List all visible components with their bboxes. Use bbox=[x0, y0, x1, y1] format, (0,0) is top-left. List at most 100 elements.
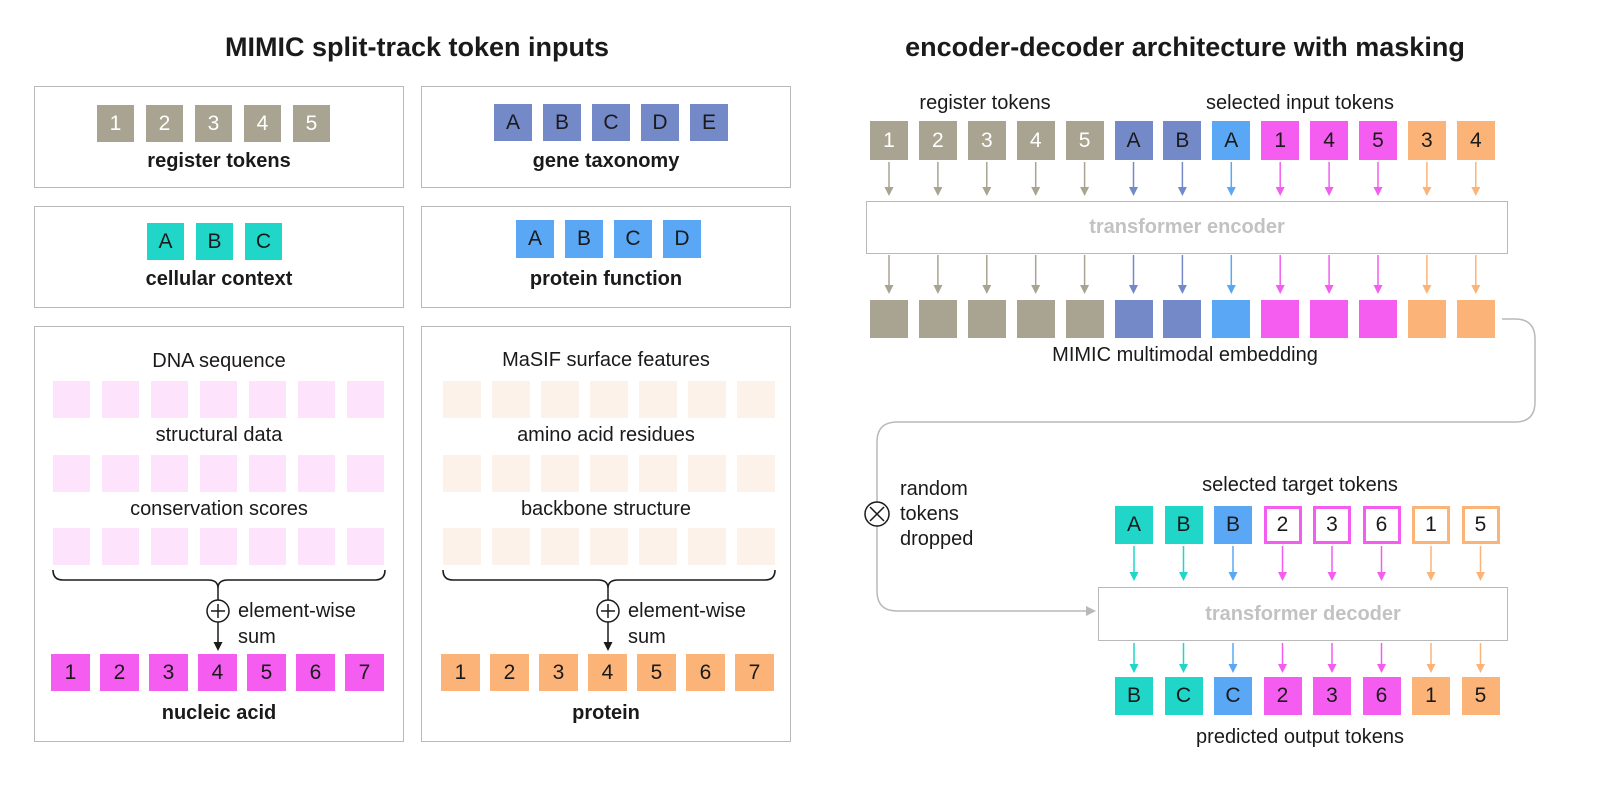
dna-feature-cell bbox=[249, 528, 286, 565]
encoder-output-arrow-head bbox=[1226, 285, 1236, 294]
selected-input-tokens-caption: selected input tokens bbox=[1206, 92, 1394, 114]
protein-feature-cell bbox=[590, 381, 628, 418]
nucleic-acid-token: 4 bbox=[198, 654, 237, 691]
dna-feature-cell bbox=[200, 455, 237, 492]
decoder-output-arrow-head bbox=[1377, 664, 1386, 673]
encoder-output-arrow-head bbox=[982, 285, 992, 294]
protein-feature-cell bbox=[492, 455, 530, 492]
output-token: C bbox=[1214, 677, 1252, 715]
protein-feature-cell bbox=[688, 455, 726, 492]
protein-feature-cell bbox=[492, 381, 530, 418]
protein-feature-cell bbox=[688, 528, 726, 565]
decoder-output-arrow-head bbox=[1179, 664, 1188, 673]
dna-feature-cell bbox=[347, 381, 384, 418]
nucleic-acid-token: 5 bbox=[247, 654, 286, 691]
nucleic-acid-token: 3 bbox=[149, 654, 188, 691]
cellular-token: B bbox=[196, 223, 233, 260]
amino-acid-residues-label: amino acid residues bbox=[517, 424, 695, 446]
input-token: 3 bbox=[1407, 121, 1446, 160]
dna-feature-cell bbox=[102, 381, 139, 418]
random-label: random bbox=[900, 478, 968, 500]
target-arrow-head bbox=[1278, 572, 1287, 581]
encoder-output-arrow-head bbox=[1080, 285, 1090, 294]
protein-feature-cell bbox=[737, 455, 775, 492]
protein-function-token: B bbox=[565, 220, 603, 258]
register-token: 4 bbox=[244, 105, 281, 142]
protein-feature-cell bbox=[737, 528, 775, 565]
dna-feature-cell bbox=[200, 381, 237, 418]
embedding-token bbox=[1065, 300, 1104, 338]
encoder-output-arrow-head bbox=[1177, 285, 1187, 294]
gene-taxonomy-label: gene taxonomy bbox=[532, 150, 680, 172]
encoder-output-arrow-head bbox=[1129, 285, 1138, 294]
protein-feature-cell bbox=[688, 381, 726, 418]
target-token: B bbox=[1164, 506, 1203, 544]
protein-feature-cell bbox=[639, 528, 677, 565]
nucleic-sum-label-2: sum bbox=[238, 626, 276, 648]
connector-arrowhead bbox=[1086, 606, 1096, 616]
output-token: 1 bbox=[1412, 677, 1450, 715]
gene-taxonomy-panel bbox=[421, 86, 791, 188]
protein-feature-cell bbox=[443, 528, 481, 565]
target-arrow-head bbox=[1327, 572, 1337, 581]
protein-feature-cell bbox=[541, 455, 579, 492]
nucleic-acid-label: nucleic acid bbox=[161, 702, 277, 724]
protein-panel bbox=[421, 326, 791, 742]
encoder-output-arrow-head bbox=[1471, 285, 1481, 294]
embedding-token bbox=[870, 300, 908, 338]
decoder-output-arrow-head bbox=[1476, 664, 1485, 673]
dna-feature-cell bbox=[298, 455, 335, 492]
gene-token: D bbox=[641, 104, 679, 141]
target-token: 3 bbox=[1313, 506, 1351, 544]
dna-feature-cell bbox=[200, 528, 237, 565]
gene-token: E bbox=[690, 104, 728, 141]
dna-feature-cell bbox=[347, 455, 384, 492]
input-arrow-head bbox=[1177, 187, 1187, 196]
protein-feature-cell bbox=[737, 381, 775, 418]
embedding-token bbox=[1163, 300, 1202, 338]
encoder-output-arrow-head bbox=[1275, 285, 1285, 294]
nucleic-acid-token: 7 bbox=[345, 654, 384, 691]
input-arrow-head bbox=[884, 187, 894, 196]
protein-feature-cell bbox=[443, 455, 481, 492]
backbone-structure-label: backbone structure bbox=[520, 498, 692, 520]
left-title: MIMIC split-track token inputs bbox=[224, 32, 610, 62]
input-token: 5 bbox=[1065, 121, 1104, 160]
encoder-output-arrow-head bbox=[1031, 285, 1041, 294]
protein-token: 4 bbox=[588, 654, 627, 691]
nucleic-sum-label-1: element-wise bbox=[238, 600, 356, 622]
encoder-output-arrow-head bbox=[933, 285, 943, 294]
output-token: 6 bbox=[1362, 677, 1401, 715]
cellular-context-panel bbox=[34, 206, 404, 308]
drop-icon-x1 bbox=[869, 506, 885, 522]
register-tokens-caption: register tokens bbox=[919, 92, 1051, 114]
dna-feature-cell bbox=[53, 381, 90, 418]
target-arrow-head bbox=[1476, 572, 1485, 581]
input-arrow-head bbox=[1422, 187, 1432, 196]
output-token: 2 bbox=[1263, 677, 1302, 715]
protein-feature-cell bbox=[590, 455, 628, 492]
output-token: B bbox=[1115, 677, 1153, 715]
embedding-token bbox=[918, 300, 957, 338]
masif-surface-features-label: MaSIF surface features bbox=[502, 349, 710, 371]
protein-function-token: D bbox=[663, 220, 701, 258]
embedding-token bbox=[1016, 300, 1055, 338]
encoder-output-arrow-head bbox=[1324, 285, 1334, 294]
dna-feature-cell bbox=[298, 528, 335, 565]
embedding-token bbox=[1261, 300, 1300, 338]
input-arrow-head bbox=[933, 187, 943, 196]
embedding-token bbox=[1407, 300, 1446, 338]
nucleic-acid-token: 2 bbox=[100, 654, 139, 691]
protein-function-token: C bbox=[614, 220, 652, 258]
dropped-label: dropped bbox=[900, 528, 974, 550]
input-token: B bbox=[1163, 121, 1202, 160]
cellular-token: A bbox=[147, 223, 184, 260]
target-token: A bbox=[1115, 506, 1153, 544]
decoder-output-arrow-head bbox=[1426, 664, 1436, 673]
protein-token: 1 bbox=[441, 654, 480, 691]
dna-feature-cell bbox=[53, 455, 90, 492]
register-token: 1 bbox=[97, 105, 134, 142]
protein-feature-cell bbox=[541, 381, 579, 418]
target-arrow-head bbox=[1377, 572, 1386, 581]
nucleic-acid-token: 6 bbox=[296, 654, 335, 691]
